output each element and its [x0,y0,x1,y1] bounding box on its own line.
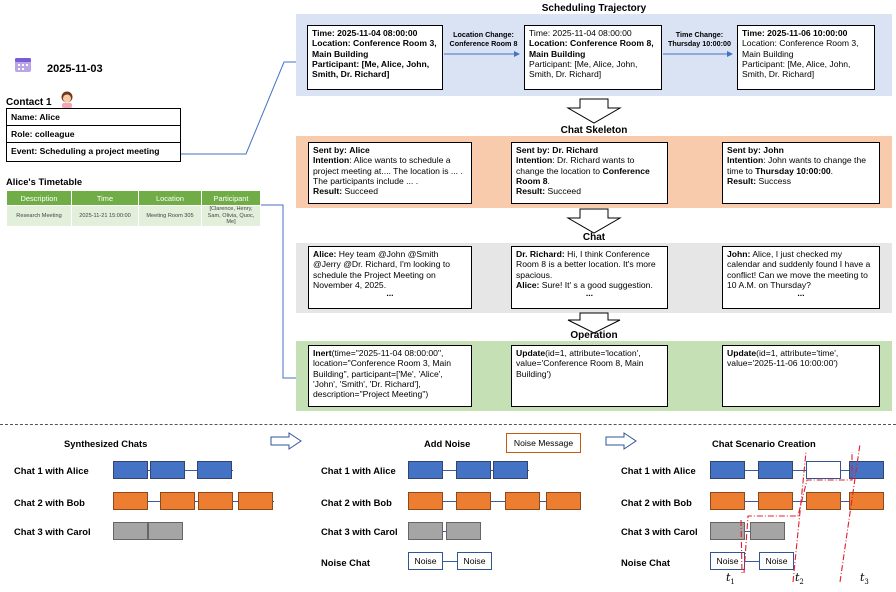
chat-message-block [710,461,745,479]
chat-line [425,561,477,562]
calendar-icon [15,58,31,72]
chat-message-block [456,492,491,510]
trajectory-arrows [444,51,733,57]
chat-line [425,501,565,502]
operation-card-2: Update(id=1, attribute='location', value… [511,345,668,407]
operation-card-1: Inert(time="2025-11-04 08:00:00", locati… [308,345,472,407]
chat-card-1: Alice: Hey team @John @Smith @Jerry @Dr.… [308,246,472,309]
row-label: Chat 2 with Bob [321,497,392,508]
chat-message-block [750,522,785,540]
header-date: 2025-11-03 [47,63,103,75]
location-change-label: Location Change: Conference Room 8 [449,30,518,48]
row-label: Noise Chat [321,557,370,568]
contact-role: Role: colleague [7,126,180,143]
noise-message-block: Noise [457,552,492,570]
row-label: Chat 3 with Carol [14,526,91,537]
noise-insert-block [806,461,841,479]
chat-message-block [505,492,540,510]
chat-message-block [408,492,443,510]
down-arrow-icon [566,98,622,124]
chat-message-block [150,461,185,479]
chat-line [727,561,779,562]
contact-card: Name: Alice Role: colleague Event: Sched… [6,108,181,162]
chat-message-block [806,492,841,510]
row-label: Chat 3 with Carol [321,526,398,537]
chat-message-block [849,461,884,479]
chat-message-block [197,461,232,479]
timetable-cell: Research Meeting [6,205,72,227]
noise-message-box: Noise Message [506,433,581,453]
time-change-label: Time Change: Thursday 10:00:00 [667,30,732,48]
down-arrow-icon [567,312,621,334]
chat-message-block [456,461,491,479]
skeleton-card-2: Sent by: Dr. Richard Intention: Dr. Rich… [511,142,668,204]
timetable-cell: 2025-11-21 15:00:00 [71,205,139,227]
trajectory-state-3: Time: 2025-11-06 10:00:00 Location: Conf… [737,25,875,90]
chat-line [425,531,465,532]
row-label: Chat 3 with Carol [621,526,698,537]
chat-line [727,501,867,502]
down-arrow-icon [566,208,622,234]
skeleton-card-3: Sent by: John Intention: John wants to c… [722,142,880,204]
chat-message-block [758,492,793,510]
noise-message-block: Noise [408,552,443,570]
time-label-t1: t1 [726,571,735,587]
chat-card-2: Dr. Richard: Hi, I think Conference Room… [511,246,668,309]
chat-message-block [493,461,528,479]
row-label: Chat 1 with Alice [321,465,396,476]
contact-title: Contact 1 [6,97,52,108]
chat-message-block [113,492,148,510]
chat-message-block [758,461,793,479]
chat-message-block [238,492,273,510]
timetable-header-location: Location [138,190,202,206]
chat-card-3: John: Alice, I just checked my calendar … [722,246,880,309]
row-label: Chat 1 with Alice [621,465,696,476]
noise-message-block: Noise [759,552,794,570]
skeleton-card-1: Sent by: Alice Intention: Alice wants to… [308,142,472,204]
timetable-header-participant: Participant [201,190,261,206]
chat-message-block [160,492,195,510]
chat-message-block [408,522,443,540]
chat-message-block [710,522,745,540]
contact-name: Name: Alice [7,109,180,126]
trajectory-state-1: Time: 2025-11-04 08:00:00 Location: Conf… [307,25,443,90]
chat-message-block [446,522,481,540]
panel-title-add-noise: Add Noise [424,438,471,449]
person-avatar-icon [61,91,73,108]
chat-message-block [408,461,443,479]
timetable-cell: Meeting Room 305 [138,205,202,227]
chat-message-block [710,492,745,510]
operation-title: Operation [570,330,618,341]
contact-event: Event: Scheduling a project meeting [11,146,160,156]
chat-message-block [546,492,581,510]
chat-title: Chat [582,232,606,243]
time-label-t3: t3 [860,571,869,587]
section-divider [0,424,896,425]
time-label-t2: t2 [795,571,804,587]
trajectory-title: Scheduling Trajectory [541,3,647,14]
operation-card-3: Update(id=1, attribute='time', value='20… [722,345,880,407]
chat-message-block [849,492,884,510]
row-label: Chat 1 with Alice [14,465,89,476]
row-label: Chat 2 with Bob [14,497,85,508]
row-label: Chat 2 with Bob [621,497,692,508]
panel-title-synthesized: Synthesized Chats [64,438,148,449]
chat-message-block [148,522,183,540]
chat-message-block [113,461,148,479]
row-label: Noise Chat [621,557,670,568]
timetable: Description Time Location Participant Re… [6,190,261,227]
panel-title-scenario: Chat Scenario Creation [712,438,816,449]
trajectory-state-2: Time: 2025-11-04 08:00:00 Location: Conf… [524,25,662,90]
right-arrow-icon [605,432,637,450]
chat-line [727,470,867,471]
chat-message-block [198,492,233,510]
timetable-cell: [Clarence, Henry, Sam, Olivia, Quoc, Me] [201,205,261,227]
skeleton-title: Chat Skeleton [560,125,628,136]
right-arrow-icon [270,432,302,450]
timetable-title: Alice's Timetable [6,176,83,187]
chat-message-block [113,522,148,540]
